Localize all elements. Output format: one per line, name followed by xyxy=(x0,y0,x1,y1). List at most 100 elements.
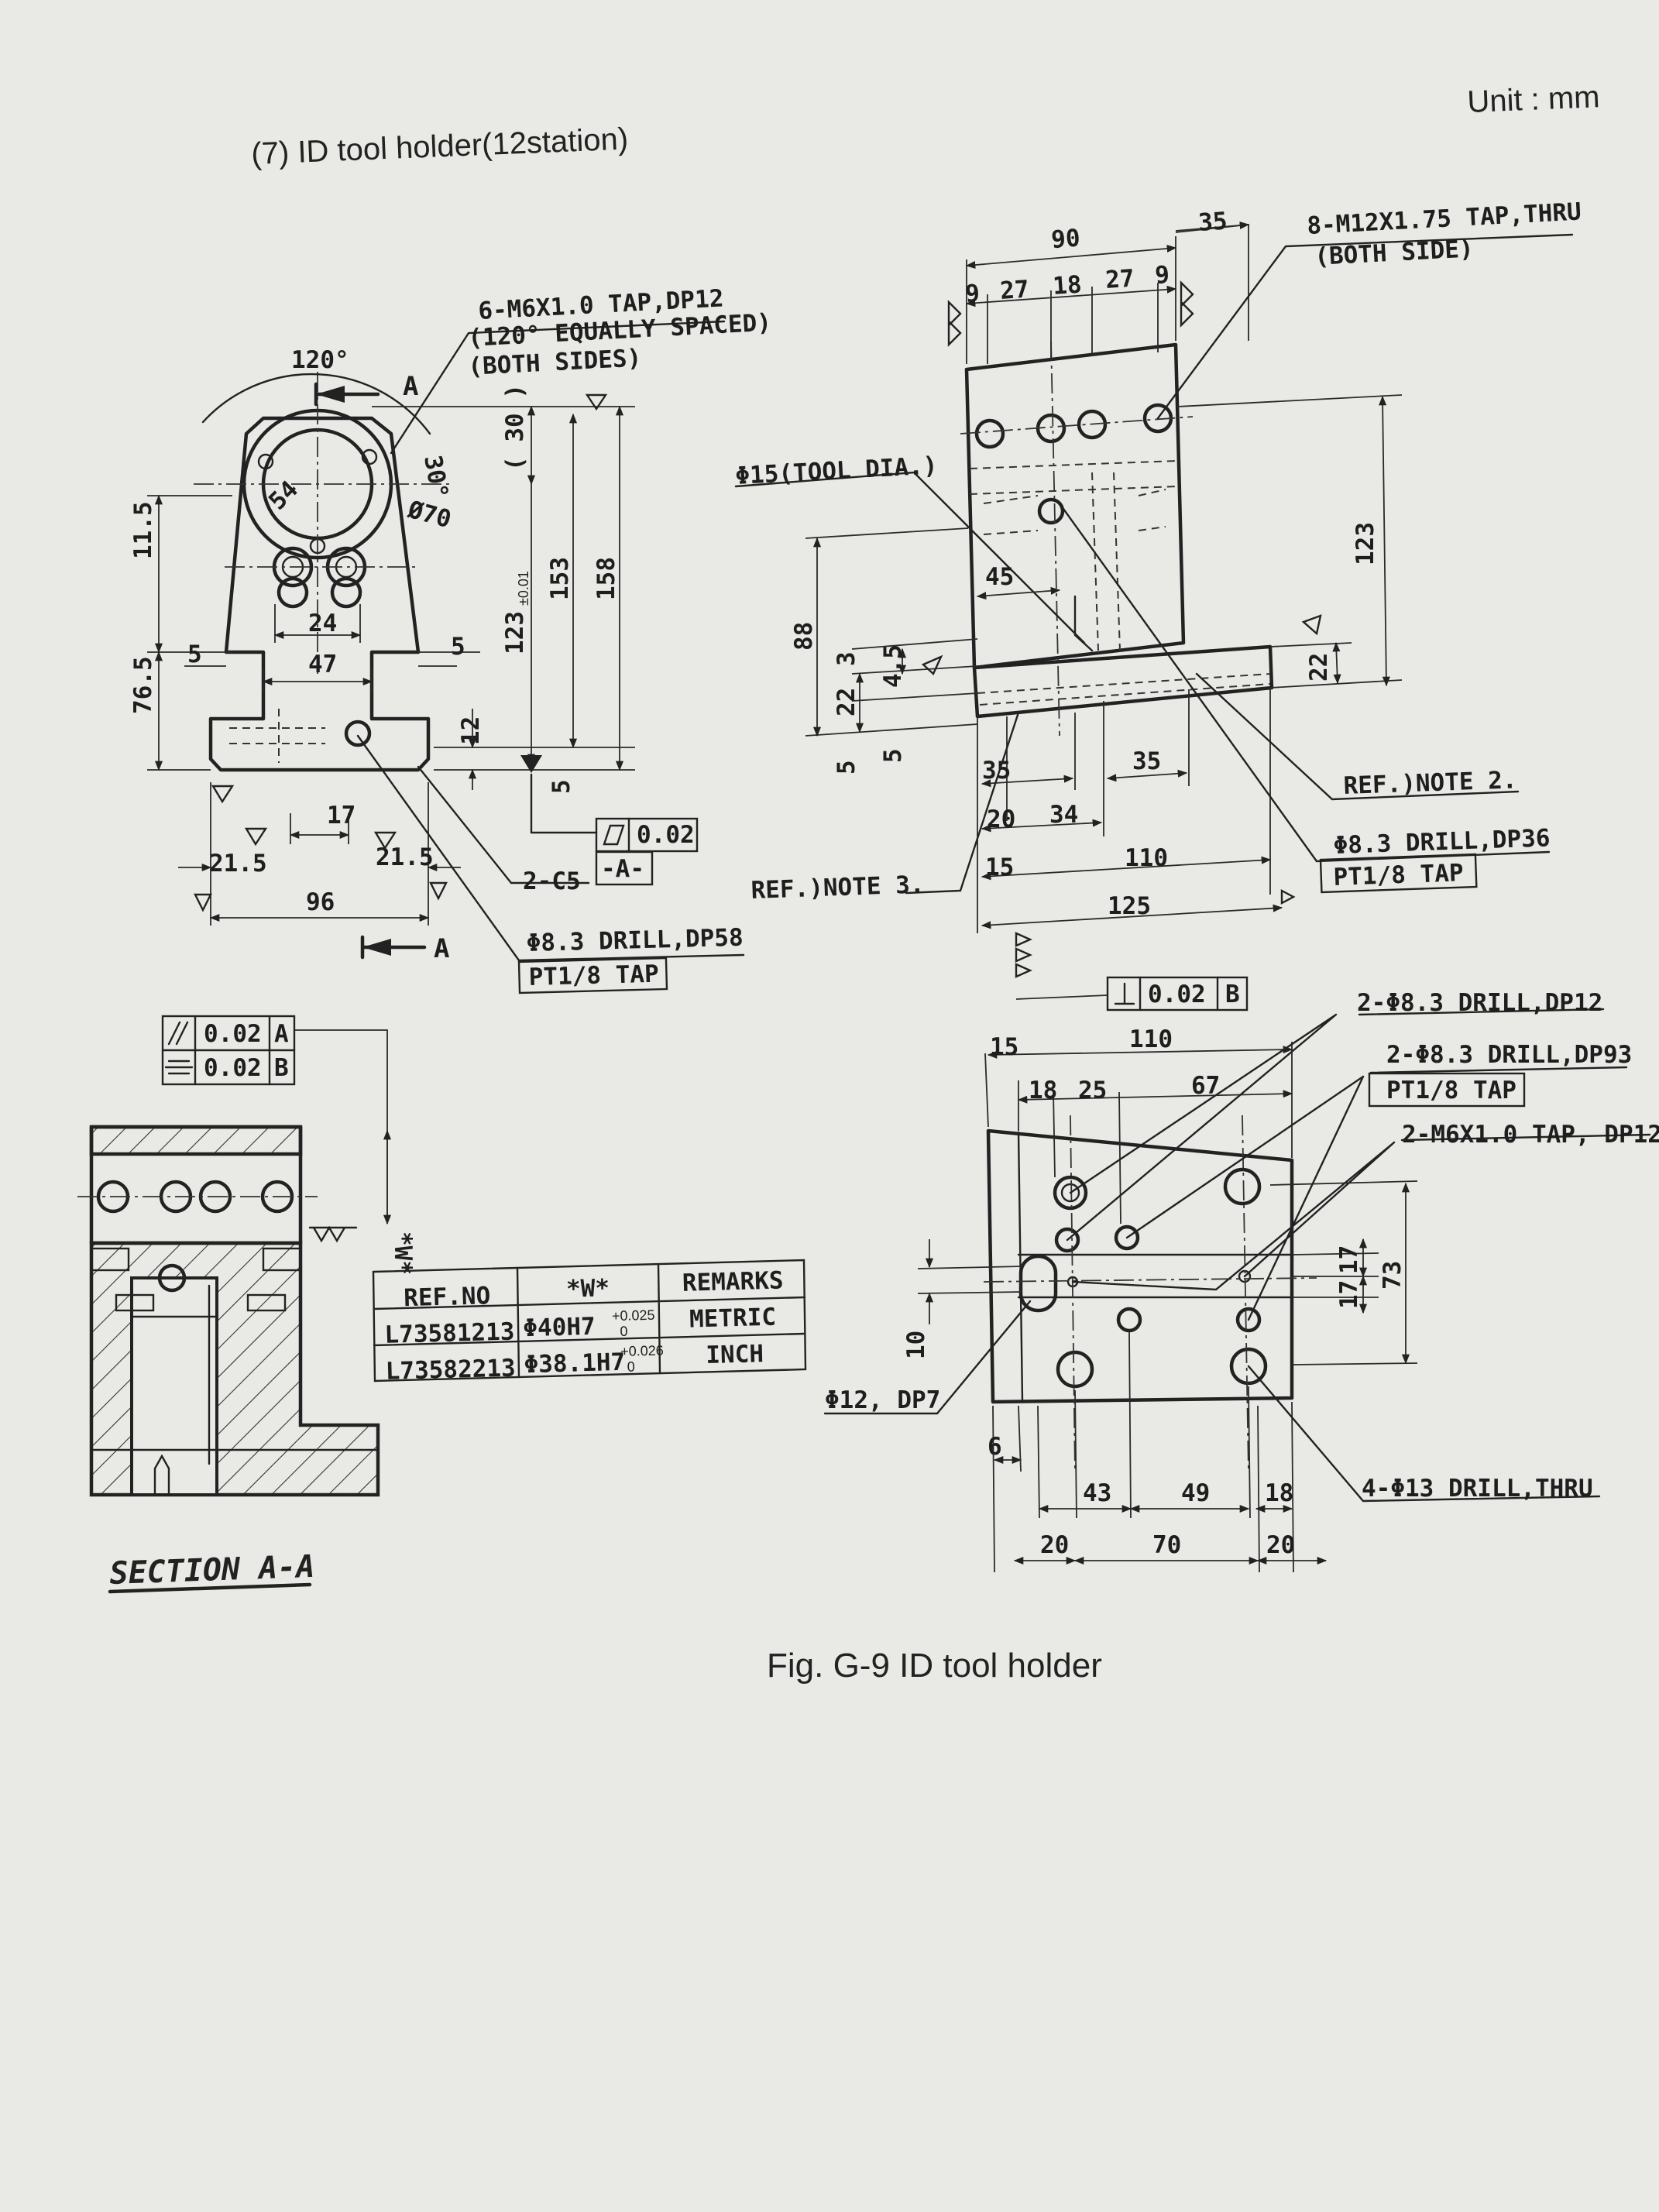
section-tolerance-frame: 0.02 A 0.02 B *W* xyxy=(161,1015,417,1275)
side-note-ref2: REF.)NOTE 2. xyxy=(1343,766,1517,800)
side-dim-9-right: 9 xyxy=(1154,261,1170,290)
angle-120: 120° xyxy=(291,346,349,374)
side-tap-note-2: (BOTH SIDE) xyxy=(1314,235,1475,271)
side-dim-123: 123 xyxy=(1352,522,1379,565)
tool-dia-note: Φ15(TOOL DIA.) xyxy=(735,452,939,490)
side-dim-110: 110 xyxy=(1125,844,1168,872)
table-header-ref: REF.NO xyxy=(404,1282,491,1312)
dim-153: 153 xyxy=(546,557,574,600)
side-hole-center xyxy=(1037,497,1065,525)
side-dim-20: 20 xyxy=(987,805,1015,833)
tol-row1-datum: A xyxy=(274,1020,289,1048)
bottom-plate-outline xyxy=(986,1128,1294,1404)
side-view: 90 35 9 27 18 27 9 8-M12X1.75 TAP,THRU (… xyxy=(735,198,1582,1012)
symmetry-icon xyxy=(164,1060,194,1075)
bottom-drill-thru: 4-Φ13 DRILL,THRU xyxy=(1362,1475,1593,1503)
side-dim-45: 45 xyxy=(985,563,1014,591)
slot-dia12 xyxy=(1018,1254,1058,1313)
bottom-dim-17-a: 17 xyxy=(1335,1245,1363,1274)
tap-hole-1 xyxy=(257,453,274,470)
bottom-dim-110: 110 xyxy=(1129,1025,1173,1053)
bottom-dim-18-bottom: 18 xyxy=(1265,1479,1293,1507)
bottom-view: 15 110 18 25 67 10 73 17 17 6 43 49 18 2… xyxy=(823,989,1659,1573)
bottom-tap-3 xyxy=(1116,1307,1142,1333)
dim-30: ( 30 ) xyxy=(501,384,529,471)
side-drill-note-2: PT1/8 TAP xyxy=(1333,859,1464,891)
dim-123: 123 xyxy=(501,611,529,654)
parallelism-icon xyxy=(167,1021,189,1046)
table-row2-ref: L73582213 xyxy=(385,1354,516,1385)
side-dim-5-b: 5 xyxy=(879,748,907,763)
bottom-drill-dp12: 2-Φ8.3 DRILL,DP12 xyxy=(1357,989,1602,1017)
table-header-w: *W* xyxy=(566,1274,610,1303)
side-tap-hole-1 xyxy=(974,418,1005,449)
bottom-drill-thru-1 xyxy=(1223,1167,1262,1206)
perp-value: 0.02 xyxy=(1148,981,1206,1008)
bottom-dim-73: 73 xyxy=(1379,1261,1407,1290)
table-row1-tol-up: +0.025 xyxy=(612,1307,655,1324)
dim-5-left: 5 xyxy=(187,641,202,668)
side-dim-88: 88 xyxy=(790,622,818,651)
side-dim-35-top: 35 xyxy=(1197,207,1228,237)
side-note-ref3: REF.)NOTE 3. xyxy=(750,871,925,905)
bolt-hole-3 xyxy=(276,576,309,609)
side-dim-3: 3 xyxy=(833,651,860,666)
section-a-a-view: SECTION A-A xyxy=(77,1125,380,1594)
dim-17: 17 xyxy=(327,802,356,830)
front-view: A A ( 30 ) 123 ±0.01 153 158 12 5 11.5 7… xyxy=(129,284,772,994)
figure-caption: Fig. G-9 ID tool holder xyxy=(767,1647,1102,1685)
bottom-drill-thru-3 xyxy=(1229,1347,1268,1386)
side-dim-5-a: 5 xyxy=(833,760,860,775)
front-drill-note-1: Φ8.3 DRILL,DP58 xyxy=(526,924,744,957)
side-dim-90: 90 xyxy=(1050,224,1081,254)
bolt-hole-4 xyxy=(330,576,362,609)
bottom-tap-m6: 2-M6X1.0 TAP, DP12 xyxy=(1402,1121,1659,1149)
dim-158: 158 xyxy=(592,557,620,600)
table-row2-remarks: INCH xyxy=(706,1340,764,1369)
side-dim-9-left: 9 xyxy=(964,280,981,308)
tap-hole-2 xyxy=(361,448,378,465)
bottom-dim-49: 49 xyxy=(1181,1479,1210,1507)
side-dim-35-b: 35 xyxy=(1132,747,1161,775)
tol-row2-datum: B xyxy=(274,1054,289,1082)
unit-label: Unit : mm xyxy=(1467,80,1601,119)
side-dim-22-right: 22 xyxy=(1305,653,1333,682)
table-row1-tol-low: 0 xyxy=(620,1324,628,1339)
side-drill-note-1: Φ8.3 DRILL,DP36 xyxy=(1333,824,1551,860)
chamfer-note: 2-C5 xyxy=(523,867,581,895)
dia-70: Ø70 xyxy=(404,496,454,534)
table-header-remarks: REMARKS xyxy=(682,1266,784,1297)
flatness-value: 0.02 xyxy=(637,821,695,849)
side-dim-18: 18 xyxy=(1052,270,1083,301)
bottom-drill-1 xyxy=(1053,1175,1088,1211)
tol-row2-value: 0.02 xyxy=(204,1054,262,1082)
side-dim-27-left: 27 xyxy=(999,275,1030,305)
dim-12: 12 xyxy=(457,716,485,745)
dim-5-bottom: 5 xyxy=(548,779,575,794)
section-marker-bottom: A xyxy=(434,933,449,964)
flatness-icon xyxy=(603,824,625,846)
bottom-dim-18: 18 xyxy=(1029,1077,1057,1104)
bottom-dim-70: 70 xyxy=(1152,1531,1181,1559)
bottom-dim-20-right: 20 xyxy=(1266,1531,1295,1559)
bottom-dim-6: 6 xyxy=(988,1433,1002,1461)
side-tap-note-1: 8-M12X1.75 TAP,THRU xyxy=(1307,198,1582,240)
side-dim-4-5: 4.5 xyxy=(879,644,907,688)
bottom-dim-15: 15 xyxy=(990,1033,1018,1061)
table-row2-w: Φ38.1H7 xyxy=(524,1348,626,1379)
dim-96: 96 xyxy=(306,888,335,916)
front-body-outline xyxy=(208,416,431,772)
drawing-title: (7) ID tool holder(12station) xyxy=(251,122,629,171)
side-dim-34: 34 xyxy=(1049,801,1078,829)
table-row2-tol-low: 0 xyxy=(627,1358,635,1374)
datum-a: -A- xyxy=(601,855,644,883)
side-dim-15: 15 xyxy=(985,854,1014,881)
table-row2-tol-up: +0.026 xyxy=(620,1342,664,1358)
dim-11-5: 11.5 xyxy=(129,501,157,559)
dim-47: 47 xyxy=(308,651,337,678)
table-row1-remarks: METRIC xyxy=(689,1304,777,1334)
perp-datum: B xyxy=(1225,981,1240,1008)
side-dim-27-right: 27 xyxy=(1104,264,1135,294)
side-base-plate xyxy=(972,644,1274,719)
